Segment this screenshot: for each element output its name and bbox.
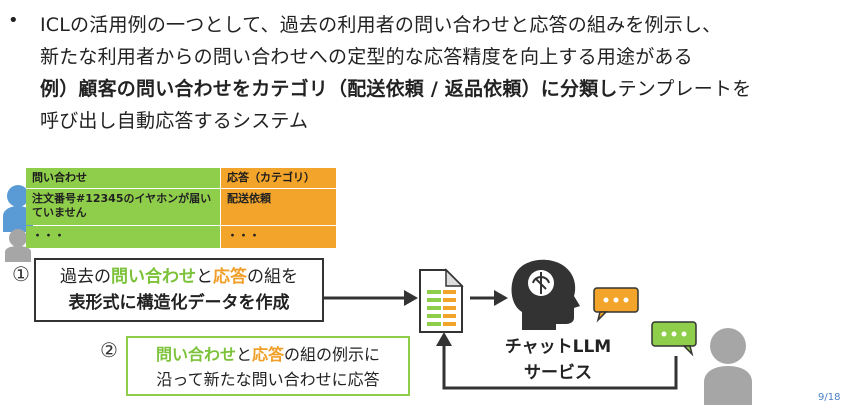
step2-text-b: の組の例示に: [284, 345, 381, 364]
arrow-return: [436, 332, 678, 390]
step1-line1: 過去の問い合わせと応答の組を: [36, 264, 322, 290]
user-left-icon: [3, 185, 33, 262]
example-table: 問い合わせ 応答（カテゴリ） 注文番号#12345のイヤホンが届いていません 配…: [26, 168, 336, 248]
step2-box: 問い合わせと応答の組の例示に 沿って新たな問い合わせに応答: [126, 336, 410, 396]
step2-text-a: と: [235, 345, 252, 364]
llm-service-label: チャットLLM サービス: [488, 334, 628, 386]
step1-highlight-answer: 応答: [213, 267, 247, 287]
step1-box: 過去の問い合わせと応答の組を 表形式に構造化データを作成: [34, 258, 324, 322]
step1-text-b: と: [196, 267, 213, 287]
document-icon: [419, 268, 464, 333]
step1-text-c: の組を: [247, 267, 298, 287]
example-bold: 顧客の問い合わせをカテゴリ（配送依頼 / 返品依頼）に分類し: [78, 78, 618, 100]
row2-answer: ・・・: [221, 226, 336, 248]
chat-bubble-green-icon: [651, 321, 697, 357]
step1-highlight-query: 問い合わせ: [111, 267, 196, 287]
llm-label-line2: サービス: [524, 363, 592, 383]
example-rest: テンプレートを: [617, 78, 752, 100]
bullet-mark: •: [8, 10, 19, 31]
row1-answer: 配送依頼: [221, 189, 336, 225]
step1-text-a: 過去の: [60, 267, 111, 287]
llm-label-line1: チャットLLM: [504, 337, 612, 357]
step2-highlight-answer: 応答: [252, 345, 285, 364]
bullet-line-4: 呼び出し自動応答するシステム: [40, 110, 309, 132]
user-right-icon: [704, 328, 752, 405]
step1-number: ①: [12, 262, 30, 286]
header-answer: 応答（カテゴリ）: [221, 168, 336, 188]
brain-head-icon: [511, 259, 580, 330]
arrow-to-llm: [470, 290, 508, 306]
row2-query: ・・・: [26, 226, 220, 248]
bullet-line-2: 新たな利用者からの問い合わせへの定型的な応答精度を向上する用途がある: [40, 46, 693, 68]
step1-line2: 表形式に構造化データを作成: [68, 293, 290, 313]
chat-bubble-orange-icon: [593, 287, 639, 323]
arrow-to-document: [324, 290, 418, 306]
step2-line2: 沿って新たな問い合わせに応答: [156, 370, 380, 389]
step2-line1: 問い合わせと応答の組の例示に: [128, 342, 408, 367]
step2-highlight-query: 問い合わせ: [155, 345, 236, 364]
bullet-line-1: ICLの活用例の一つとして、過去の利用者の問い合わせと応答の組みを例示し、: [40, 14, 722, 36]
row1-query: 注文番号#12345のイヤホンが届いていません: [26, 189, 220, 225]
bullet-line-3: 例）顧客の問い合わせをカテゴリ（配送依頼 / 返品依頼）に分類しテンプレートを: [40, 74, 751, 101]
header-query: 問い合わせ: [26, 168, 220, 188]
example-prefix: 例）: [40, 78, 79, 100]
page-number: 9/18: [818, 392, 841, 403]
step2-number: ②: [100, 338, 118, 362]
